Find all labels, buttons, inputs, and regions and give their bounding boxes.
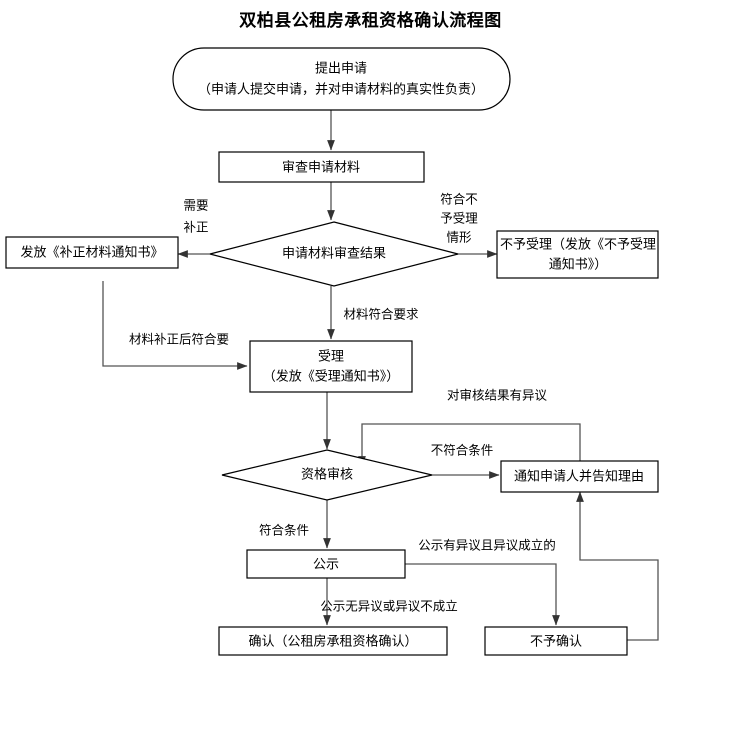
edge-noconfirm-to-notify bbox=[576, 491, 659, 641]
node-reject-acceptance-line1: 不予受理（发放《不予受理 bbox=[500, 237, 656, 253]
page-title: 双柏县公租房承租资格确认流程图 bbox=[239, 11, 502, 31]
node-publicity-shape bbox=[246, 549, 406, 579]
edge-notify-to-decision2 bbox=[358, 423, 581, 467]
node-deny-confirmation-shape bbox=[484, 626, 628, 656]
connectors bbox=[102, 110, 659, 641]
node-decision-qualification-review-shape bbox=[221, 449, 433, 501]
edge-label-reject-cond-line2: 予受理 bbox=[440, 211, 478, 226]
node-reject-acceptance-line2: 通知书》） bbox=[549, 257, 608, 273]
edge-label-qualified: 符合条件 bbox=[259, 523, 309, 538]
edge-label-material-ok: 材料符合要求 bbox=[343, 307, 419, 322]
node-issue-supplement-notice-label: 发放《补正材料通知书》 bbox=[20, 245, 163, 261]
edge-labels: 需要 补正 符合不 予受理 情形 材料符合要求 材料补正后符合要 对审核结果有异… bbox=[129, 192, 556, 614]
node-accept-application-line1: 受理 bbox=[318, 350, 344, 365]
node-decision-material-review-shape bbox=[209, 221, 459, 287]
node-decision-qualification-review-label: 资格审核 bbox=[301, 467, 353, 483]
node-accept-application[interactable]: 受理 （发放《受理通知书》） bbox=[249, 340, 413, 393]
edge-label-not-qualified: 不符合条件 bbox=[431, 443, 494, 458]
node-submit-application-line1: 提出申请 bbox=[315, 61, 367, 77]
node-deny-confirmation-label: 不予确认 bbox=[530, 635, 582, 650]
edge-label-need-fix-line1: 需要 bbox=[183, 198, 208, 213]
node-publicity-label: 公示 bbox=[313, 558, 339, 573]
edge-label-need-fix-line2: 补正 bbox=[183, 220, 208, 235]
node-decision-qualification-review[interactable]: 资格审核 bbox=[221, 449, 433, 501]
node-accept-application-shape bbox=[249, 340, 413, 393]
node-submit-application-line2: （申请人提交申请，并对申请材料的真实性负责） bbox=[198, 82, 484, 98]
node-notify-applicant-shape bbox=[500, 460, 659, 493]
node-deny-confirmation[interactable]: 不予确认 bbox=[484, 626, 628, 656]
edge-label-reject-cond-line3: 情形 bbox=[446, 230, 472, 245]
node-issue-supplement-notice-shape bbox=[5, 236, 179, 269]
node-review-materials-label: 审查申请材料 bbox=[282, 161, 360, 176]
edge-label-after-fix-ok: 材料补正后符合要 bbox=[129, 332, 229, 347]
node-confirm-qualification-label: 确认（公租房承租资格确认） bbox=[248, 634, 417, 650]
edge-label-no-objection: 公示无异议或异议不成立 bbox=[320, 599, 458, 614]
node-review-materials[interactable]: 审查申请材料 bbox=[218, 151, 425, 183]
node-confirm-qualification[interactable]: 确认（公租房承租资格确认） bbox=[218, 626, 448, 656]
node-accept-application-line2: （发放《受理通知书》） bbox=[263, 369, 400, 385]
edge-supplement-to-accept bbox=[102, 281, 248, 370]
node-publicity[interactable]: 公示 bbox=[246, 549, 406, 579]
node-issue-supplement-notice[interactable]: 发放《补正材料通知书》 bbox=[5, 236, 179, 269]
node-decision-material-review[interactable]: 申请材料审查结果 bbox=[209, 221, 459, 287]
node-reject-acceptance[interactable]: 不予受理（发放《不予受理 通知书》） bbox=[496, 230, 659, 279]
node-notify-applicant[interactable]: 通知申请人并告知理由 bbox=[500, 460, 659, 493]
node-decision-material-review-label: 申请材料审查结果 bbox=[282, 247, 386, 262]
edge-label-reject-cond-line1: 符合不 bbox=[440, 192, 478, 207]
node-confirm-qualification-shape bbox=[218, 626, 448, 656]
node-reject-acceptance-shape bbox=[496, 230, 659, 279]
node-review-materials-shape bbox=[218, 151, 425, 183]
edge-label-objection-to-result: 对审核结果有异议 bbox=[447, 388, 548, 403]
edge-label-objection-valid: 公示有异议且异议成立的 bbox=[418, 538, 556, 553]
node-submit-application-shape bbox=[172, 47, 511, 111]
node-submit-application[interactable]: 提出申请 （申请人提交申请，并对申请材料的真实性负责） bbox=[172, 47, 511, 111]
node-notify-applicant-label: 通知申请人并告知理由 bbox=[514, 469, 644, 485]
edge-publicity-to-noconfirm bbox=[405, 563, 560, 626]
